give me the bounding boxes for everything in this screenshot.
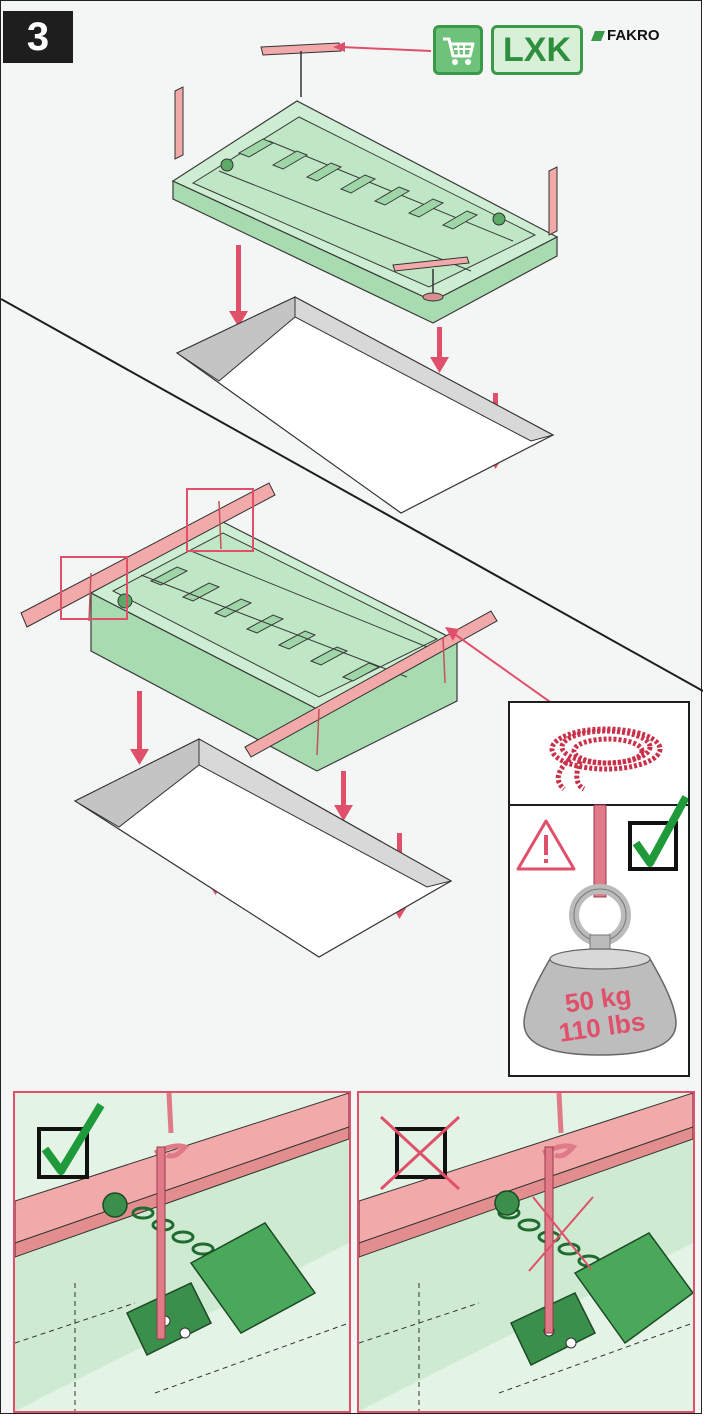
stair-box-top [171,42,559,324]
checkmark-box-icon [628,795,688,871]
section-divider [1,298,703,692]
installation-illustration [1,42,703,958]
step-number: 3 [3,11,73,63]
ceiling-opening-middle [73,738,453,958]
rope-coil-icon [549,726,663,792]
shopping-cart-icon [433,25,483,75]
brand-name: FAKRO [607,27,660,44]
detail-correct-panel [13,1091,351,1413]
stair-box-middle [20,482,592,772]
weight-hanging-icon [523,948,677,1056]
crossed-box-icon [379,1115,461,1191]
warning-triangle-icon [516,819,576,871]
rope-load-panel: 50 kg 110 lbs [508,701,690,1077]
brand-logo: FAKRO [591,27,660,44]
checkmark-box-icon [37,1102,105,1179]
model-badge: LXK [491,25,583,75]
detail-incorrect-panel [357,1091,695,1413]
ceiling-opening-top [175,296,555,514]
